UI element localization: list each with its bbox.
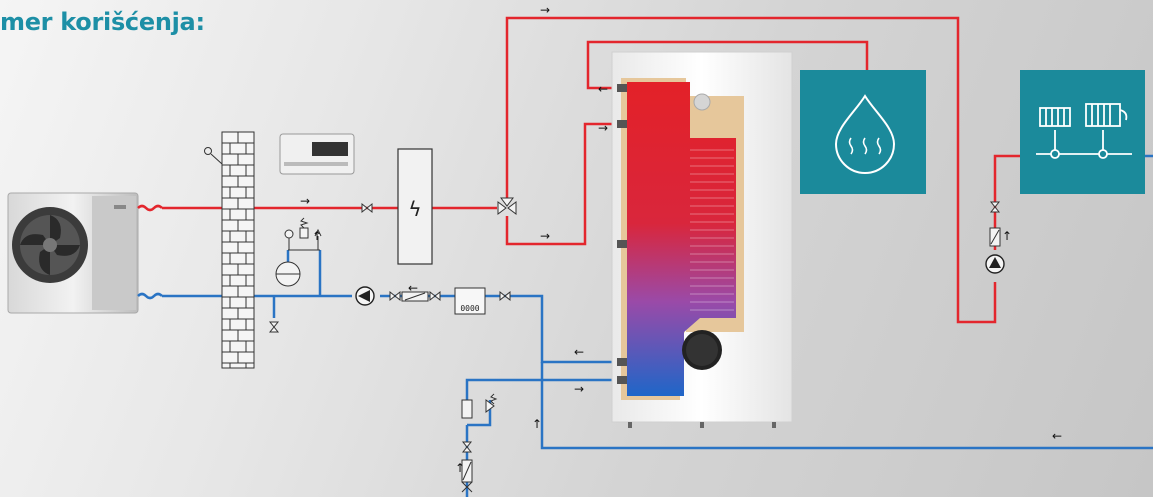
heat-pump-outdoor-unit-icon (7, 192, 139, 314)
flow-arrow: ← (598, 82, 608, 96)
storage-tank (611, 51, 793, 428)
circulation-pump-icon (355, 286, 375, 306)
flow-arrow: → (574, 382, 584, 396)
flow-arrow: ↑ (1002, 229, 1012, 243)
flow-arrow: → (540, 229, 550, 243)
radiators-icon (1036, 103, 1132, 159)
heating-flow-indicator (989, 227, 1001, 247)
hot-hose-connector (137, 204, 163, 212)
flow-arrow: → (300, 194, 310, 208)
page-title: mer korišćenja: (0, 8, 205, 36)
flow-arrow: ← (408, 281, 418, 295)
flow-arrow: → (540, 3, 550, 17)
hot-water-pipes (162, 16, 1020, 324)
electric-heater: ϟ (397, 148, 433, 265)
tank-coil-lines (690, 149, 734, 311)
strainer-icon (401, 291, 429, 302)
flow-arrows: → ← → → → ← → ↑ ← ↑ ↑ ↑ (300, 3, 1062, 475)
controller-display-icon (279, 133, 355, 175)
expansion-vessel-icon (275, 217, 322, 287)
flow-arrow: ↑ (532, 417, 542, 431)
flow-arrow: ↑ (312, 229, 322, 243)
flow-meter: 0000 (454, 287, 486, 315)
flow-arrow: ← (574, 345, 584, 359)
flow-arrow: → (598, 121, 608, 135)
hot-water-tile (800, 70, 926, 194)
brick-wall-joints (222, 132, 254, 368)
lightning-icon: ϟ (408, 197, 421, 221)
safety-valve-group (461, 393, 498, 493)
flow-arrow: ← (1052, 429, 1062, 443)
heating-tile (1020, 70, 1145, 194)
flow-meter-label: 0000 (460, 304, 479, 313)
water-drop-icon (834, 94, 896, 174)
cold-hose-connector (137, 292, 163, 300)
valve-symbols (268, 197, 1001, 453)
heating-pump-icon (985, 254, 1005, 274)
outdoor-sensor-icon (204, 147, 223, 165)
flow-arrow: ↑ (455, 461, 465, 475)
